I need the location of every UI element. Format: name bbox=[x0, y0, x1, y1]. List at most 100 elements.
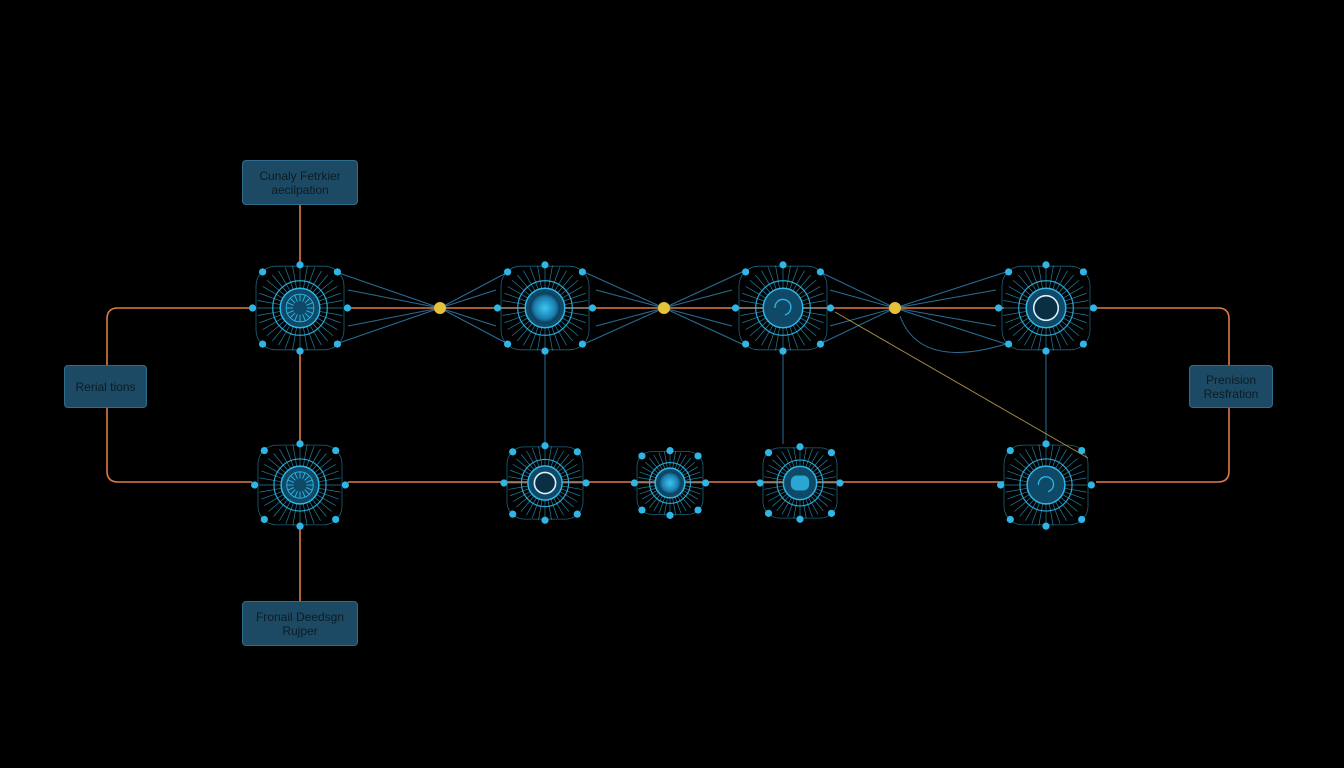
node-port-dot bbox=[332, 515, 340, 524]
node-core bbox=[1026, 465, 1066, 505]
node-port-dot bbox=[573, 510, 581, 518]
node-port-dot bbox=[573, 448, 581, 456]
node-port-dot bbox=[332, 446, 340, 455]
node-port-dot bbox=[816, 268, 825, 276]
node-core bbox=[762, 287, 804, 329]
label-top-line2: aecilpation bbox=[271, 182, 329, 197]
node-spokes bbox=[258, 443, 342, 527]
node-core-gear bbox=[285, 293, 315, 323]
node-outer-ring bbox=[648, 461, 692, 505]
node-port-dot bbox=[666, 447, 674, 455]
label-right-line1: Prenision bbox=[1205, 372, 1257, 387]
node-port-dot bbox=[341, 481, 349, 489]
node-port-dot bbox=[504, 340, 512, 348]
node-port-dot bbox=[638, 452, 646, 460]
node-top-2 bbox=[493, 261, 597, 355]
node-port-dot bbox=[541, 261, 549, 269]
node-port-dot bbox=[742, 340, 750, 348]
node-bottom-2 bbox=[500, 442, 590, 524]
node-port-dot bbox=[541, 516, 549, 524]
node-top-1 bbox=[248, 261, 352, 355]
node-port-dot bbox=[816, 340, 825, 348]
node-outer-ring bbox=[776, 459, 824, 507]
node-port-dot bbox=[1079, 268, 1087, 276]
node-port-dot bbox=[296, 347, 304, 355]
node-port-dot bbox=[296, 440, 304, 448]
node-port-dot bbox=[796, 515, 804, 523]
node-outer-ring bbox=[520, 458, 570, 508]
node-port-dot bbox=[333, 340, 341, 348]
node-port-dot bbox=[333, 268, 341, 276]
node-outer-ring bbox=[1019, 458, 1073, 512]
label-bottom-line2: Rujper bbox=[282, 623, 318, 638]
junction-dot-2 bbox=[658, 302, 670, 314]
node-port-dot bbox=[731, 304, 740, 312]
node-port-dot bbox=[296, 261, 304, 269]
node-core-swirl bbox=[1037, 476, 1055, 493]
orange-bus bbox=[106, 205, 1230, 601]
node-port-dot bbox=[694, 452, 702, 460]
node-port-dot bbox=[779, 347, 787, 355]
node-port-dot bbox=[296, 522, 304, 530]
node-port-dot bbox=[493, 304, 502, 312]
node-outer-ring bbox=[1018, 280, 1074, 336]
node-bottom-1 bbox=[251, 440, 349, 530]
node-outer-ring bbox=[272, 280, 328, 336]
node-port-dot bbox=[638, 506, 646, 514]
node-port-dot bbox=[260, 515, 268, 524]
node-spokes bbox=[1004, 443, 1088, 527]
node-port-dot bbox=[702, 479, 710, 487]
node-port-dot bbox=[248, 304, 257, 312]
node-port-dot bbox=[1042, 347, 1050, 355]
node-bottom-4 bbox=[756, 443, 844, 523]
node-spokes bbox=[501, 264, 589, 352]
node-outer-ring bbox=[755, 280, 811, 336]
node-port-dot bbox=[500, 479, 508, 487]
node-spokes bbox=[256, 264, 344, 352]
node-port-dot bbox=[1006, 515, 1014, 524]
label-box-top: Cunaly Fetrkier aecilpation bbox=[242, 160, 358, 205]
node-port-dot bbox=[1005, 268, 1013, 276]
diagonal-link bbox=[834, 311, 1089, 459]
node-port-dot bbox=[578, 340, 587, 348]
label-box-bottom: Fronail Deedsgn Rujper bbox=[242, 601, 358, 646]
label-box-right: Prenision Resfration bbox=[1189, 365, 1273, 408]
node-port-dot bbox=[1005, 340, 1013, 348]
node-port-dot bbox=[1042, 261, 1050, 269]
node-port-dot bbox=[260, 446, 268, 455]
node-core-gear bbox=[286, 471, 314, 499]
junctions bbox=[434, 302, 901, 314]
node-port-dot bbox=[1089, 304, 1098, 312]
node-bottom-5 bbox=[997, 440, 1095, 530]
node-port-dot bbox=[251, 481, 259, 489]
node-port-dot bbox=[997, 481, 1005, 489]
node-core-fill bbox=[529, 292, 561, 324]
label-right-line2: Resfration bbox=[1203, 386, 1259, 401]
node-spokes bbox=[739, 264, 827, 352]
node-port-dot bbox=[827, 509, 836, 517]
node-port-dot bbox=[796, 443, 804, 451]
node-port-dot bbox=[541, 442, 549, 450]
node-port-dot bbox=[509, 510, 517, 518]
junction-dot-3 bbox=[889, 302, 901, 314]
node-port-dot bbox=[779, 261, 787, 269]
node-top-4 bbox=[994, 261, 1098, 355]
node-spokes bbox=[1002, 264, 1090, 352]
node-port-dot bbox=[1078, 515, 1086, 524]
node-port-dot bbox=[588, 304, 597, 312]
node-port-dot bbox=[259, 340, 267, 348]
node-port-dot bbox=[1087, 481, 1095, 489]
node-port-dot bbox=[1042, 522, 1050, 530]
node-port-dot bbox=[630, 479, 638, 487]
node-core-fill bbox=[658, 471, 682, 495]
label-top-line1: Cunaly Fetrkier bbox=[259, 168, 341, 183]
node-port-dot bbox=[259, 268, 267, 276]
node-core-swirl bbox=[774, 298, 792, 316]
node-core-blob bbox=[790, 475, 810, 491]
node-port-dot bbox=[836, 479, 844, 487]
node-port-dot bbox=[1079, 340, 1087, 348]
node-port-dot bbox=[541, 347, 549, 355]
node-bottom-3 bbox=[630, 447, 710, 519]
node-port-dot bbox=[742, 268, 750, 276]
node-port-dot bbox=[582, 479, 590, 487]
